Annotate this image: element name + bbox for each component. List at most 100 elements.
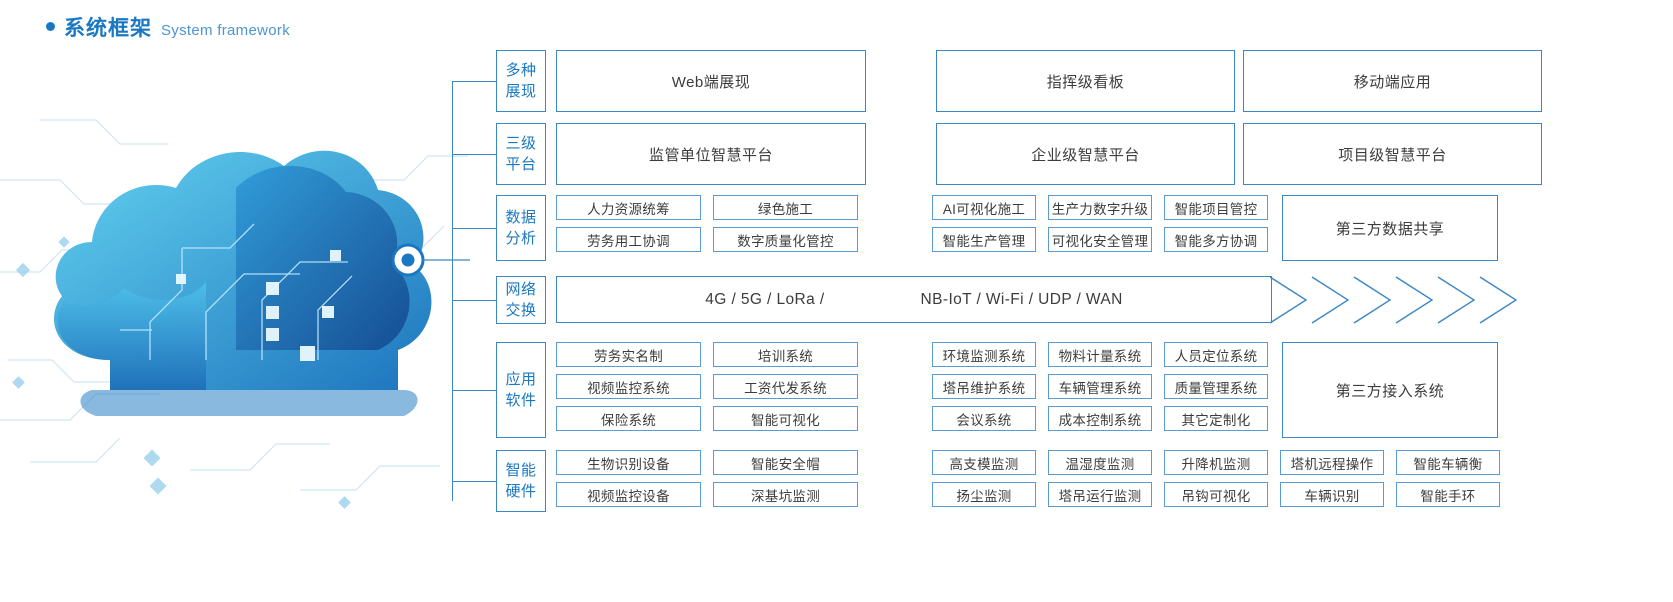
row-body: 生物识别设备智能安全帽视频监控设备深基坑监测高支模监测温湿度监测升降机监测塔机远… bbox=[556, 450, 1673, 512]
framework-cell[interactable]: 视频监控系统 bbox=[556, 374, 701, 399]
framework-cell[interactable]: 智能项目管控 bbox=[1164, 195, 1268, 220]
framework-box[interactable]: Web端展现 bbox=[556, 50, 866, 112]
cell-grid: 人力资源统筹绿色施工劳务用工协调数字质量化管控 bbox=[556, 195, 858, 261]
page-title: 系统框架 System framework bbox=[46, 12, 290, 42]
row-label: 应用软件 bbox=[496, 342, 546, 438]
framework-cell[interactable]: 保险系统 bbox=[556, 406, 701, 431]
cell-grid: 高支模监测温湿度监测升降机监测塔机远程操作智能车辆衡扬尘监测塔吊运行监测吊钩可视… bbox=[932, 450, 1500, 512]
framework-cell[interactable]: 会议系统 bbox=[932, 406, 1036, 431]
chevron-icon bbox=[1270, 276, 1308, 324]
framework-row-6: 智能硬件生物识别设备智能安全帽视频监控设备深基坑监测高支模监测温湿度监测升降机监… bbox=[496, 450, 1673, 512]
row-connector bbox=[452, 390, 496, 391]
row-connector bbox=[452, 154, 496, 155]
cell-grid: 环境监测系统物料计量系统人员定位系统塔吊维护系统车辆管理系统质量管理系统会议系统… bbox=[932, 342, 1268, 438]
framework-cell[interactable]: 车辆识别 bbox=[1280, 482, 1384, 507]
framework-cell[interactable]: 绿色施工 bbox=[713, 195, 858, 220]
framework-cell[interactable]: 劳务实名制 bbox=[556, 342, 701, 367]
framework-box[interactable]: 项目级智慧平台 bbox=[1243, 123, 1542, 185]
framework-cell[interactable]: 人力资源统筹 bbox=[556, 195, 701, 220]
cell-grid-line: 视频监控系统工资代发系统 bbox=[556, 374, 858, 399]
cell-grid-line: 劳务实名制培训系统 bbox=[556, 342, 858, 367]
framework-cell[interactable]: 培训系统 bbox=[713, 342, 858, 367]
cell-grid-line: 劳务用工协调数字质量化管控 bbox=[556, 227, 858, 252]
framework-cell[interactable]: 劳务用工协调 bbox=[556, 227, 701, 252]
row-label-line: 应用 bbox=[505, 371, 537, 388]
row-label: 数据分析 bbox=[496, 195, 546, 261]
row-label-line: 分析 bbox=[505, 230, 537, 247]
framework-cell[interactable]: 扬尘监测 bbox=[932, 482, 1036, 507]
cell-grid-line: AI可视化施工生产力数字升级智能项目管控 bbox=[932, 195, 1268, 220]
framework-cell[interactable]: 智能多方协调 bbox=[1164, 227, 1268, 252]
framework-row-2: 三级平台监管单位智慧平台 企业级智慧平台项目级智慧平台 bbox=[496, 123, 1673, 185]
cell-grid-line: 保险系统智能可视化 bbox=[556, 406, 858, 431]
framework-cell[interactable]: AI可视化施工 bbox=[932, 195, 1036, 220]
framework-cell[interactable]: 质量管理系统 bbox=[1164, 374, 1268, 399]
framework-box[interactable]: 移动端应用 bbox=[1243, 50, 1542, 112]
framework-cell[interactable]: 塔吊运行监测 bbox=[1048, 482, 1152, 507]
cell-grid-line: 智能生产管理可视化安全管理智能多方协调 bbox=[932, 227, 1268, 252]
row-label-line: 硬件 bbox=[505, 483, 537, 500]
row-body: 监管单位智慧平台 企业级智慧平台项目级智慧平台 bbox=[556, 123, 1673, 185]
cell-grid-line: 塔吊维护系统车辆管理系统质量管理系统 bbox=[932, 374, 1268, 399]
row-label: 网络交换 bbox=[496, 276, 546, 324]
row-label-line: 网络 bbox=[505, 281, 537, 298]
row-label: 三级平台 bbox=[496, 123, 546, 185]
framework-cell[interactable]: 升降机监测 bbox=[1164, 450, 1268, 475]
row-connector bbox=[452, 81, 496, 82]
framework-box[interactable]: 第三方数据共享 bbox=[1282, 195, 1498, 261]
chevron-arrow-group bbox=[1270, 276, 1518, 324]
row-label-line: 三级 bbox=[505, 135, 537, 152]
framework-cell[interactable]: 智能车辆衡 bbox=[1396, 450, 1500, 475]
row-label-line: 软件 bbox=[505, 392, 537, 409]
framework-cell[interactable]: 车辆管理系统 bbox=[1048, 374, 1152, 399]
framework-cell[interactable]: 生物识别设备 bbox=[556, 450, 701, 475]
framework-cell[interactable]: 环境监测系统 bbox=[932, 342, 1036, 367]
framework-cell[interactable]: 深基坑监测 bbox=[713, 482, 858, 507]
cell-grid-line: 人力资源统筹绿色施工 bbox=[556, 195, 858, 220]
row-body: Web端展现 指挥级看板移动端应用 bbox=[556, 50, 1673, 112]
row-label-line: 数据 bbox=[505, 209, 537, 226]
framework-cell[interactable]: 其它定制化 bbox=[1164, 406, 1268, 431]
framework-box[interactable]: 企业级智慧平台 bbox=[936, 123, 1235, 185]
cell-grid-line: 扬尘监测塔吊运行监测吊钩可视化车辆识别智能手环 bbox=[932, 482, 1500, 507]
framework-box[interactable]: 第三方接入系统 bbox=[1282, 342, 1498, 438]
framework-cell[interactable]: 智能安全帽 bbox=[713, 450, 858, 475]
framework-cell[interactable]: 温湿度监测 bbox=[1048, 450, 1152, 475]
cell-grid-line: 生物识别设备智能安全帽 bbox=[556, 450, 858, 475]
framework-cell[interactable]: 吊钩可视化 bbox=[1164, 482, 1268, 507]
cell-grid: 生物识别设备智能安全帽视频监控设备深基坑监测 bbox=[556, 450, 858, 512]
framework-box[interactable]: 监管单位智慧平台 bbox=[556, 123, 866, 185]
framework-cell[interactable]: 视频监控设备 bbox=[556, 482, 701, 507]
cell-grid-line: 环境监测系统物料计量系统人员定位系统 bbox=[932, 342, 1268, 367]
cloud-circuit-illustration bbox=[0, 60, 470, 530]
framework-cell[interactable]: 成本控制系统 bbox=[1048, 406, 1152, 431]
framework-cell[interactable]: 智能可视化 bbox=[713, 406, 858, 431]
framework-cell[interactable]: 智能生产管理 bbox=[932, 227, 1036, 252]
framework-cell[interactable]: 智能手环 bbox=[1396, 482, 1500, 507]
bullet-dot-icon bbox=[46, 22, 55, 31]
framework-cell[interactable]: 高支模监测 bbox=[932, 450, 1036, 475]
cell-grid-line: 会议系统成本控制系统其它定制化 bbox=[932, 406, 1268, 431]
chevron-icon bbox=[1479, 276, 1518, 324]
framework-box[interactable]: 指挥级看板 bbox=[936, 50, 1235, 112]
framework-cell[interactable]: 塔机远程操作 bbox=[1280, 450, 1384, 475]
row-label-line: 展现 bbox=[505, 83, 537, 100]
framework-cell[interactable]: 生产力数字升级 bbox=[1048, 195, 1152, 220]
framework-cell[interactable]: 数字质量化管控 bbox=[713, 227, 858, 252]
row-label: 智能硬件 bbox=[496, 450, 546, 512]
network-box[interactable]: 4G / 5G / LoRa /NB-IoT / Wi-Fi / UDP / W… bbox=[556, 276, 1272, 323]
framework-cell[interactable]: 人员定位系统 bbox=[1164, 342, 1268, 367]
framework-cell[interactable]: 物料计量系统 bbox=[1048, 342, 1152, 367]
chevron-icon bbox=[1437, 276, 1476, 324]
row-label: 多种展现 bbox=[496, 50, 546, 112]
network-text: 4G / 5G / LoRa / bbox=[705, 290, 825, 308]
framework-cell[interactable]: 可视化安全管理 bbox=[1048, 227, 1152, 252]
framework-cell[interactable]: 塔吊维护系统 bbox=[932, 374, 1036, 399]
cell-grid-line: 视频监控设备深基坑监测 bbox=[556, 482, 858, 507]
row-label-line: 多种 bbox=[505, 62, 537, 79]
framework-cell[interactable]: 工资代发系统 bbox=[713, 374, 858, 399]
